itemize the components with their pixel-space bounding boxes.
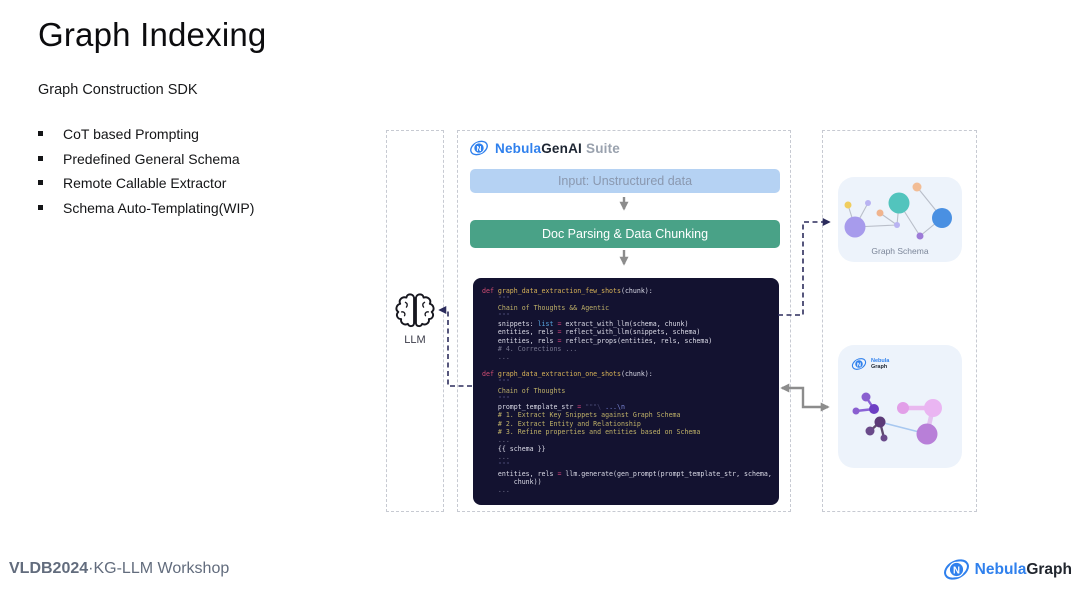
nebula-orbit-icon: N [943, 556, 970, 583]
feature-item: Predefined General Schema [36, 149, 254, 174]
nebula-graph-logo: N Nebula Graph [851, 356, 889, 372]
llm-label: LLM [404, 334, 426, 346]
svg-text:N: N [857, 362, 861, 368]
graph-schema-illustration [838, 177, 962, 249]
graph-store-panel: Graph Schema N Nebula Graph [822, 130, 977, 512]
graph-schema-card: Graph Schema [838, 177, 962, 262]
nebula-orbit-icon: N [469, 138, 489, 158]
llm-container: LLM [386, 130, 444, 512]
svg-text:N: N [953, 565, 960, 576]
input-unstructured-data-box: Input: Unstructured data [470, 169, 780, 193]
page-title: Graph Indexing [38, 16, 267, 53]
graph-schema-label: Graph Schema [871, 246, 929, 256]
feature-item: Remote Callable Extractor [36, 173, 254, 198]
feature-item: Schema Auto-Templating(WIP) [36, 198, 254, 223]
brain-icon [391, 289, 439, 331]
feature-item: CoT based Prompting [36, 124, 254, 149]
nebulagraph-footer-logo: N NebulaGraph [943, 556, 1072, 583]
doc-parsing-chunking-box: Doc Parsing & Data Chunking [470, 220, 780, 248]
slide-subtitle: Graph Construction SDK [38, 82, 198, 98]
nebula-graph-card: N Nebula Graph [838, 345, 962, 468]
nebula-orbit-icon: N [851, 356, 867, 372]
footer-workshop-label: VLDB2024·KG-LLM Workshop [9, 560, 230, 577]
svg-text:N: N [477, 146, 482, 153]
code-block: def graph_data_extraction_few_shots(chun… [473, 278, 779, 505]
